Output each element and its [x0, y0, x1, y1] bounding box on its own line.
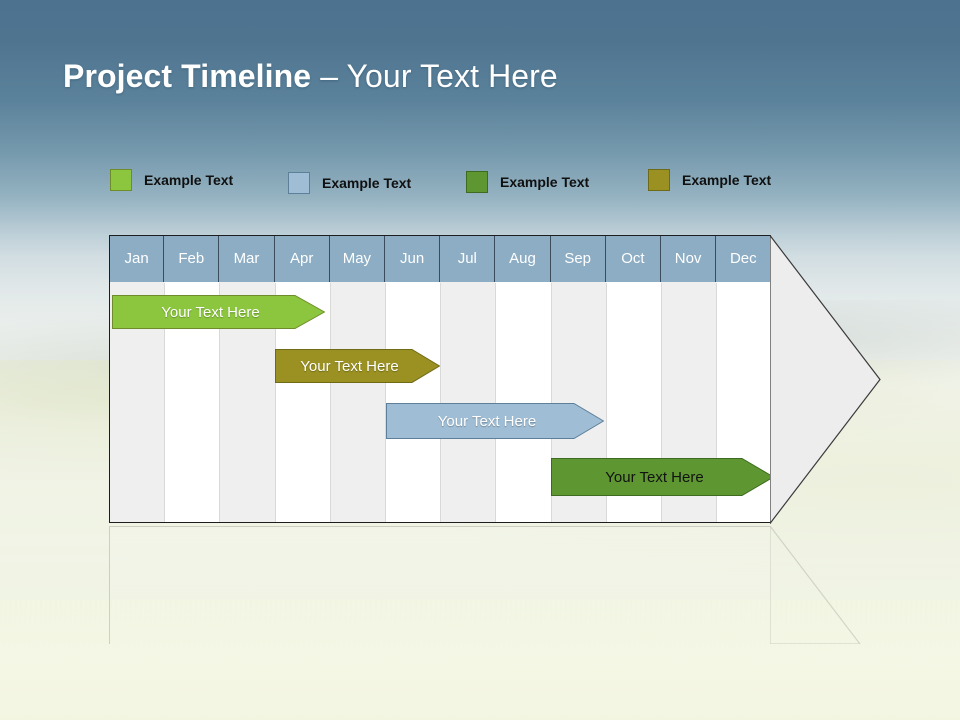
task-bar-shape-3 — [386, 403, 604, 439]
legend-swatch-1 — [110, 169, 132, 191]
month-header-oct[interactable]: Oct — [605, 235, 661, 282]
legend-item-2[interactable]: Example Text — [288, 172, 411, 194]
month-header-jul[interactable]: Jul — [440, 235, 496, 282]
column-divider-4 — [329, 283, 331, 523]
column-divider-1 — [164, 283, 166, 523]
column-divider-11 — [716, 283, 718, 523]
task-bar-shape-2 — [275, 349, 440, 383]
timeline-column-feb — [164, 235, 220, 523]
legend-label-2: Example Text — [322, 175, 412, 191]
column-divider-10 — [661, 283, 662, 523]
legend-label-1: Example Text — [144, 172, 234, 188]
task-bar-shape-1 — [112, 295, 325, 329]
legend-item-1[interactable]: Example Text — [110, 169, 233, 191]
month-header-jan[interactable]: Jan — [109, 235, 165, 282]
legend-label-4: Example Text — [682, 172, 772, 188]
column-divider-9 — [605, 283, 607, 523]
chart-frame-top — [109, 235, 771, 236]
chart-frame-left — [109, 235, 110, 523]
page-title-strong: Project Timeline — [63, 58, 312, 94]
month-header-jun[interactable]: Jun — [385, 235, 441, 282]
month-header-aug[interactable]: Aug — [495, 235, 551, 282]
legend-swatch-2 — [288, 172, 310, 194]
task-bar-label-4: Your Text Here — [605, 468, 704, 486]
legend-item-3[interactable]: Example Text — [466, 171, 589, 193]
column-divider-2 — [219, 283, 221, 523]
month-header-nov[interactable]: Nov — [661, 235, 717, 282]
task-bar-4[interactable]: Your Text Here — [551, 458, 774, 496]
timeline-column-jan — [109, 235, 165, 523]
task-bar-3[interactable]: Your Text Here — [386, 403, 604, 439]
month-header-sep[interactable]: Sep — [550, 235, 606, 282]
column-divider-7 — [495, 283, 497, 523]
month-header-dec[interactable]: Dec — [716, 235, 772, 282]
month-header-may[interactable]: May — [329, 235, 385, 282]
page-title-light: – Your Text Here — [311, 58, 558, 94]
column-divider-5 — [385, 283, 386, 523]
timeline-column-aug — [495, 235, 551, 523]
month-header-feb[interactable]: Feb — [164, 235, 220, 282]
task-bar-label-1: Your Text Here — [161, 303, 260, 321]
timeline-column-jul — [440, 235, 496, 523]
timeline-arrow-head — [770, 235, 881, 524]
column-divider-6 — [440, 283, 442, 523]
legend-swatch-3 — [466, 171, 488, 193]
month-header-mar[interactable]: Mar — [219, 235, 275, 282]
task-bar-1[interactable]: Your Text Here — [112, 295, 325, 329]
legend-item-4[interactable]: Example Text — [648, 169, 771, 191]
legend-label-3: Example Text — [500, 174, 590, 190]
task-bar-label-3: Your Text Here — [437, 412, 537, 430]
column-divider-3 — [274, 283, 276, 523]
month-header-apr[interactable]: Apr — [274, 235, 330, 282]
column-divider-8 — [550, 283, 552, 523]
legend-swatch-4 — [648, 169, 670, 191]
timeline-column-mar — [219, 235, 275, 523]
task-bar-label-2: Your Text Here — [300, 357, 399, 375]
chart-frame-bottom — [109, 522, 771, 523]
task-bar-2[interactable]: Your Text Here — [275, 349, 440, 383]
task-bar-shape-4 — [551, 458, 774, 496]
page-title: Project Timeline – Your Text Here — [63, 58, 558, 95]
